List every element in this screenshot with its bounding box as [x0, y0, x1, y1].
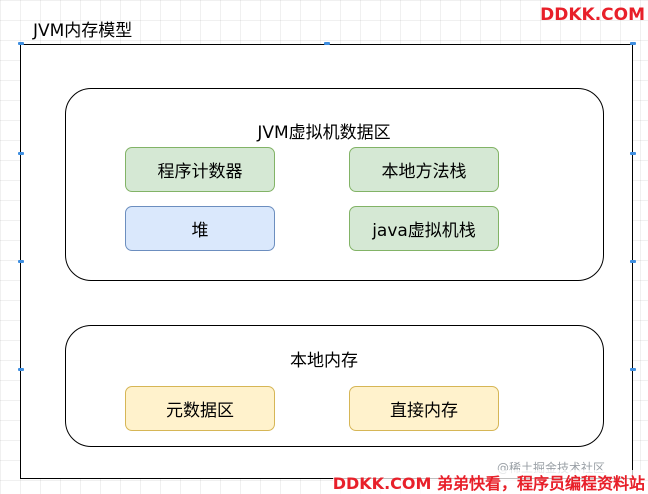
java-vm-stack-box: java虚拟机栈: [349, 206, 499, 251]
direct-memory-box: 直接内存: [349, 386, 499, 431]
frame-anchor-right-1: [630, 152, 636, 155]
frame-anchor-left-1: [18, 152, 24, 155]
frame-anchor-right-3: [630, 368, 636, 371]
frame-anchor-left-3: [18, 368, 24, 371]
frame-anchor-top-right: [630, 42, 636, 45]
metaspace-box: 元数据区: [125, 386, 275, 431]
native-memory-title: 本地内存: [290, 351, 358, 371]
heap-label: 堆: [191, 221, 209, 241]
frame-anchor-top-left: [18, 42, 24, 45]
heap-box: 堆: [125, 206, 275, 251]
frame-anchor-right-2: [630, 260, 636, 263]
diagram-title: JVM内存模型: [33, 21, 133, 41]
frame-anchor-top-mid: [324, 42, 330, 45]
direct-memory-label: 直接内存: [390, 401, 458, 421]
java-vm-stack-label: java虚拟机栈: [372, 221, 476, 241]
frame-anchor-left-2: [18, 260, 24, 263]
jvm-data-area-title: JVM虚拟机数据区: [257, 123, 391, 143]
program-counter-label: 程序计数器: [157, 162, 243, 182]
program-counter-box: 程序计数器: [125, 147, 275, 192]
native-method-stack-label: 本地方法栈: [381, 162, 467, 182]
metaspace-label: 元数据区: [166, 401, 234, 421]
watermark-bottom: DDKK.COM 弟弟快看，程序员编程资料站: [332, 470, 645, 494]
native-method-stack-box: 本地方法栈: [349, 147, 499, 192]
watermark-top-right: DDKK.COM: [540, 5, 645, 25]
